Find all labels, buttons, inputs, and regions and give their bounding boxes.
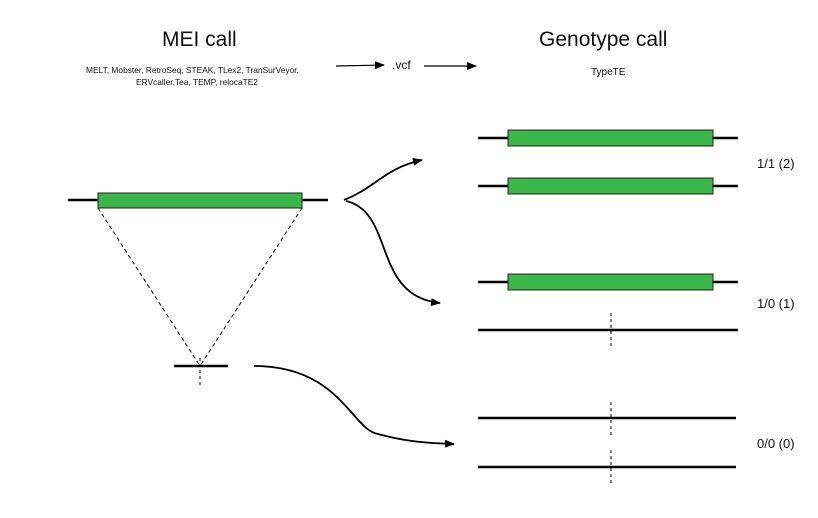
genotype-call-title: Genotype call: [539, 28, 668, 51]
genotype-tool-label: TypeTE: [591, 67, 626, 78]
dashed-guide-left: [97, 207, 201, 367]
mobile-element-insertion: [97, 192, 303, 209]
arrow-to-heterozygous: [345, 200, 441, 307]
genotype-label-homozygous-reference: 0/0 (0): [757, 436, 795, 451]
vcf-label: .vcf: [392, 58, 411, 72]
allele-1-1-b-insertion: [507, 177, 714, 195]
genotype-label-homozygous-insertion: 1/1 (2): [757, 156, 795, 171]
genotype-label-heterozygous: 1/0 (1): [757, 296, 795, 311]
mei-tools-line-2: ERVcaller,Tea, TEMP, relocaTE2: [136, 77, 258, 87]
mei-call-title: MEI call: [162, 28, 237, 51]
dashed-guide-right: [199, 207, 303, 367]
arrow-to-reference: [253, 365, 455, 448]
allele-1-0-a-insertion: [507, 273, 714, 291]
arrow-to-homozygous: [343, 157, 423, 201]
arrow-tools-to-vcf: [335, 61, 385, 70]
mei-tools-line-1: MELT, Mobster, RetroSeq, STEAK, TLex2, T…: [86, 65, 299, 75]
allele-1-1-a-insertion: [507, 129, 714, 147]
